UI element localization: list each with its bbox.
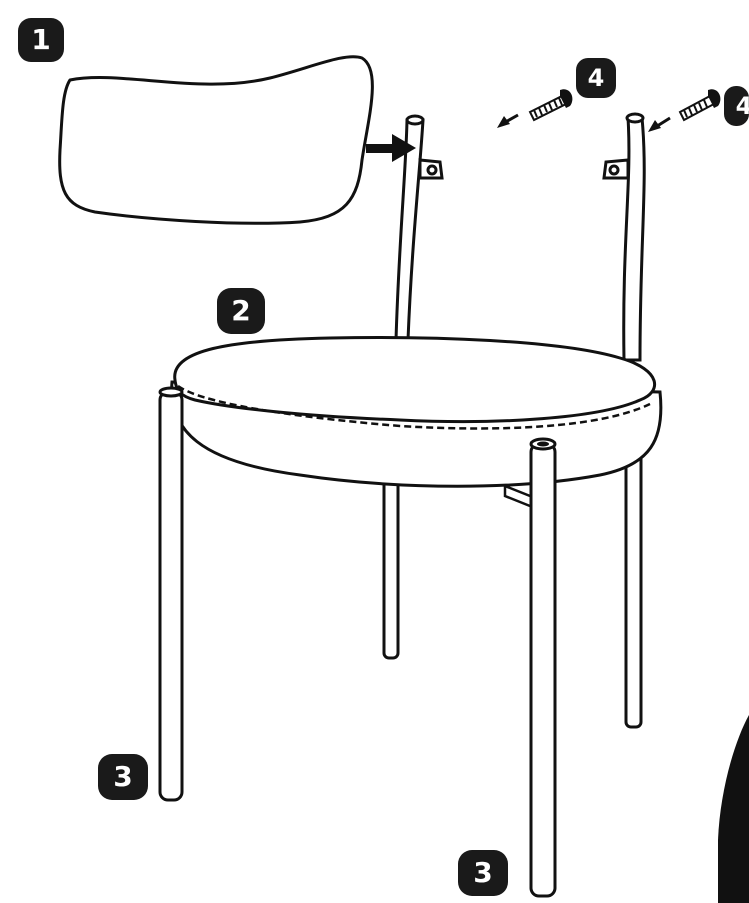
front-left-leg bbox=[160, 392, 182, 800]
screw-icon bbox=[530, 89, 572, 120]
badge-step-3-left: 3 bbox=[98, 754, 148, 800]
svg-text:3: 3 bbox=[113, 760, 132, 793]
svg-text:4: 4 bbox=[588, 64, 605, 92]
left-post-top bbox=[407, 116, 423, 124]
corner-swoosh bbox=[718, 715, 749, 903]
badge-step-4-top: 4 bbox=[576, 58, 616, 98]
svg-text:1: 1 bbox=[31, 23, 50, 56]
screw-icon-right bbox=[680, 89, 720, 120]
svg-text:2: 2 bbox=[231, 294, 250, 327]
right-bracket bbox=[604, 160, 628, 178]
badge-step-3-bottom: 3 bbox=[458, 850, 508, 896]
svg-text:4: 4 bbox=[736, 92, 749, 120]
svg-text:3: 3 bbox=[473, 856, 492, 889]
badge-step-1: 1 bbox=[18, 18, 64, 62]
backrest-cushion bbox=[60, 57, 373, 224]
left-bracket bbox=[420, 160, 442, 178]
right-post-top bbox=[627, 114, 643, 122]
right-back-post bbox=[624, 118, 644, 360]
back-right-leg bbox=[626, 440, 641, 727]
arrow-left-icon bbox=[497, 115, 518, 128]
badge-step-2: 2 bbox=[217, 288, 265, 334]
arrow-left-icon-right bbox=[648, 118, 670, 132]
front-right-leg bbox=[531, 444, 555, 896]
seat-top bbox=[175, 338, 655, 422]
badge-step-4-right: 4 bbox=[724, 86, 749, 126]
back-left-leg bbox=[384, 480, 398, 658]
